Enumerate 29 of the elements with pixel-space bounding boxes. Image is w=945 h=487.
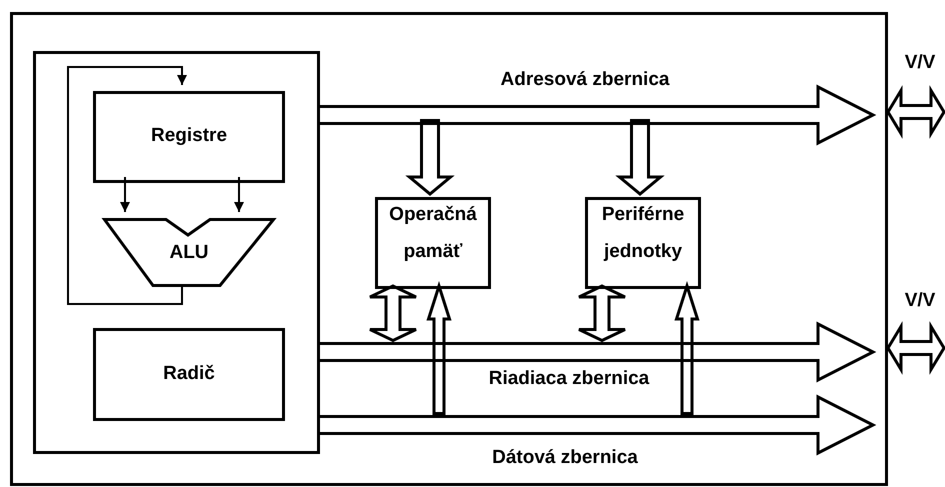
hollow-arrow — [405, 119, 455, 196]
edge-label: V/V — [904, 52, 936, 75]
peripheral-box — [585, 197, 701, 289]
box-label: Registre — [150, 125, 228, 148]
box-label: Periférne jednotky — [600, 203, 686, 264]
arrow — [67, 66, 187, 305]
bus-band — [319, 84, 876, 146]
memory-box — [375, 197, 491, 289]
bus-band — [319, 322, 876, 382]
edge-label: V/V — [904, 290, 936, 313]
double-arrow — [886, 321, 945, 375]
double-arrow — [886, 85, 945, 139]
register-box — [93, 91, 285, 183]
arrow — [120, 177, 130, 212]
double-arrow — [578, 284, 626, 342]
hollow-arrow — [615, 119, 665, 196]
double-arrow — [368, 284, 418, 342]
box-label: ALU — [168, 242, 210, 265]
bus-label: Riadiaca zbernica — [488, 368, 650, 391]
hollow-arrow — [426, 281, 452, 415]
box-label: Radič — [162, 362, 216, 386]
bus-label: Adresová zbernica — [500, 69, 670, 92]
box-label: Operačná pamäť — [388, 203, 478, 264]
system-frame — [10, 12, 888, 486]
processor-frame — [33, 51, 320, 454]
bus-label: Dátová zbernica — [491, 447, 639, 470]
controller-box — [93, 328, 285, 421]
arrow — [234, 177, 244, 212]
hollow-arrow — [674, 281, 700, 415]
